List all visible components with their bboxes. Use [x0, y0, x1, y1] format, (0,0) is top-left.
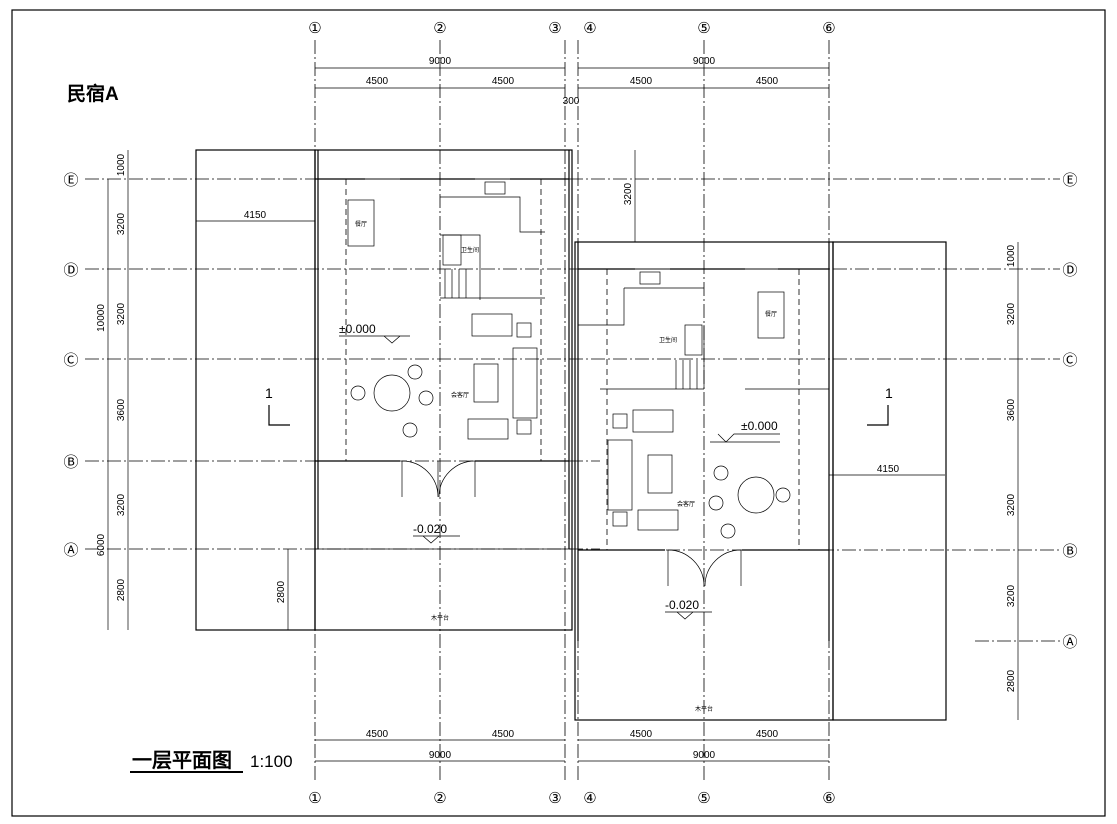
level-entry-right: -0.020 — [665, 598, 699, 612]
axis-b-left: Ⓑ — [63, 454, 78, 471]
level-floor-right: ±0.000 — [741, 419, 778, 433]
dim-top-total-left: 9000 — [429, 56, 452, 67]
dimension-texts: 9000 9000 4500 4500 4500 4500 300 4500 4… — [96, 56, 1017, 761]
dim-left-total: 10000 — [96, 304, 107, 332]
dim-left: 1000 — [116, 153, 127, 176]
dim-bottom-bay: 4500 — [756, 729, 779, 740]
axis-c-right: Ⓒ — [1062, 352, 1077, 369]
dim-left: 3200 — [116, 493, 127, 516]
room-bath-left: 卫生间 — [461, 246, 479, 254]
plan-title: 一层平面图 — [132, 749, 232, 772]
axis-3-top: ③ — [548, 20, 561, 37]
dim-left: 3200 — [116, 212, 127, 235]
axis-c-left: Ⓒ — [63, 352, 78, 369]
dim-right: 2800 — [1006, 669, 1017, 692]
axis-1-bottom: ① — [308, 790, 321, 807]
axis-b-right: Ⓑ — [1062, 543, 1077, 560]
dim-left-deck: 2800 — [276, 580, 287, 603]
axis-4-top: ④ — [583, 20, 596, 37]
dim-top-total-right: 9000 — [693, 56, 716, 67]
room-labels: 餐厅 卫生间 会客厅 木平台 餐厅 卫生间 会客厅 木平台 — [355, 220, 777, 713]
room-living-left: 会客厅 — [451, 391, 469, 399]
section-mark-right: 1 — [885, 385, 893, 401]
axis-a-right: Ⓐ — [1062, 634, 1077, 651]
dim-bottom-bay: 4500 — [366, 729, 389, 740]
dim-left-offset: 4150 — [244, 210, 267, 221]
axis-6-bottom: ⑥ — [822, 790, 835, 807]
dim-top-bay: 4500 — [756, 76, 779, 87]
dim-right: 3200 — [1006, 302, 1017, 325]
dim-right: 3200 — [1006, 493, 1017, 516]
axis-5-top: ⑤ — [697, 20, 710, 37]
dim-left-total: 6000 — [96, 533, 107, 556]
dim-left: 3200 — [116, 302, 127, 325]
axis-2-top: ② — [433, 20, 446, 37]
level-marks: ±0.000 ±0.000 -0.020 -0.020 — [339, 322, 780, 620]
dim-bottom-total-left: 9000 — [429, 750, 452, 761]
dim-right: 3200 — [1006, 584, 1017, 607]
dim-right-offset: 4150 — [877, 464, 900, 475]
axis-d-left: Ⓓ — [63, 262, 78, 279]
drawing-title: 民宿A — [67, 82, 119, 105]
room-dining-right: 餐厅 — [765, 310, 777, 318]
dim-left: 3600 — [116, 398, 127, 421]
level-entry-left: -0.020 — [413, 522, 447, 536]
dim-top-bay: 4500 — [492, 76, 515, 87]
axis-4-bottom: ④ — [583, 790, 596, 807]
column-axis-bubbles: ① ② ③ ④ ⑤ ⑥ ① ② ③ ④ ⑤ ⑥ — [308, 20, 835, 807]
axis-e-left: Ⓔ — [63, 172, 78, 189]
room-living-right: 会客厅 — [677, 500, 695, 508]
room-bath-right: 卫生间 — [659, 336, 677, 344]
dim-top-gap: 300 — [563, 96, 580, 107]
axis-a-left: Ⓐ — [63, 542, 78, 559]
axis-5-bottom: ⑤ — [697, 790, 710, 807]
room-deck-right: 木平台 — [695, 705, 713, 713]
dim-bottom-bay: 4500 — [630, 729, 653, 740]
row-axis-bubbles: Ⓔ Ⓓ Ⓒ Ⓑ Ⓐ Ⓔ Ⓓ Ⓒ Ⓑ Ⓐ — [63, 172, 1077, 651]
dim-bottom-total-right: 9000 — [693, 750, 716, 761]
room-dining-left: 餐厅 — [355, 220, 367, 228]
dimension-lines — [107, 67, 1019, 762]
dim-bottom-bay: 4500 — [492, 729, 515, 740]
drawing-frame — [11, 9, 1106, 817]
dim-top-bay: 4500 — [366, 76, 389, 87]
axis-6-top: ⑥ — [822, 20, 835, 37]
dim-right: 1000 — [1006, 244, 1017, 267]
axis-d-right: Ⓓ — [1062, 262, 1077, 279]
room-deck-left: 木平台 — [431, 614, 449, 622]
dim-left: 2800 — [116, 578, 127, 601]
right-building — [574, 241, 947, 721]
axis-3-bottom: ③ — [548, 790, 561, 807]
dim-right: 3600 — [1006, 398, 1017, 421]
level-floor-left: ±0.000 — [339, 322, 376, 336]
left-building — [195, 149, 573, 631]
dim-top-bay: 4500 — [630, 76, 653, 87]
axis-e-right: Ⓔ — [1062, 172, 1077, 189]
section-marks: 1 1 — [265, 385, 893, 426]
section-mark-left: 1 — [265, 385, 273, 401]
plan-scale: 1:100 — [250, 752, 293, 771]
axis-2-bottom: ② — [433, 790, 446, 807]
axis-1-top: ① — [308, 20, 321, 37]
dim-right-top: 3200 — [623, 182, 634, 205]
